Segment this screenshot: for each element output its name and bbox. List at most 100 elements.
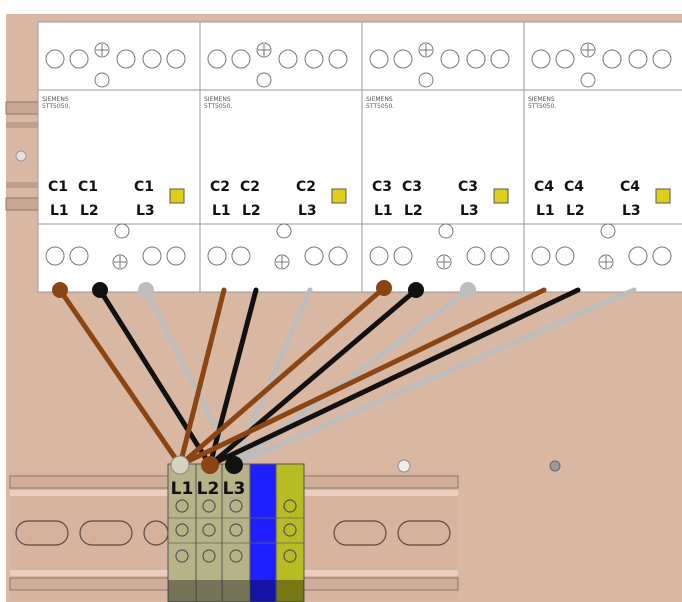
screw-terminal	[531, 49, 551, 69]
contactor-terminal-top-label: C4	[564, 179, 584, 195]
terminal-screw	[229, 499, 243, 513]
contactor-terminal-bottom-label: L3	[460, 203, 479, 219]
screw-terminal	[628, 246, 648, 266]
contactor-model: 5TT5050.	[366, 103, 394, 110]
screw-terminal	[69, 246, 89, 266]
contactor-terminal-top-label: C1	[48, 179, 68, 195]
screw-terminal	[555, 246, 575, 266]
upper-din-rail	[5, 101, 41, 211]
mounting-hole	[397, 459, 411, 473]
rail-slot	[79, 520, 133, 546]
terminal-end-l2	[201, 456, 219, 474]
contactor-terminal-top-label: C2	[240, 179, 260, 195]
screw-terminal	[393, 49, 413, 69]
contactor-terminal-top-label: C3	[458, 179, 478, 195]
contactor-brand: SIEMENS	[366, 96, 393, 103]
screw-terminal	[207, 49, 227, 69]
screw-terminal	[438, 223, 454, 239]
contactor-terminal-bottom-label: L3	[136, 203, 155, 219]
rail-slot	[397, 520, 451, 546]
screw-terminal	[69, 49, 89, 69]
screw-terminal	[531, 246, 551, 266]
contactor-terminal-top-label: C3	[402, 179, 422, 195]
screw-terminal	[207, 246, 227, 266]
terminal-screw	[175, 499, 189, 513]
wire-l3	[231, 287, 637, 468]
terminal-screw	[229, 549, 243, 563]
screw-terminal	[328, 49, 348, 69]
terminal-module-1	[167, 463, 197, 602]
contactor-terminal-top-label: C4	[620, 179, 640, 195]
status-indicator	[655, 188, 671, 204]
screw-terminal	[418, 72, 434, 88]
terminal-labels: L1 L2 L3	[171, 479, 246, 499]
contactor-terminal-bottom-label: L1	[374, 203, 393, 219]
contactor-terminal-bottom-label: L3	[298, 203, 317, 219]
rail-slot	[333, 520, 387, 546]
screw-terminal	[369, 246, 389, 266]
screw-terminal	[45, 49, 65, 69]
contactor-terminal-top-label: C1	[78, 179, 98, 195]
rail-slot	[15, 520, 69, 546]
contactor-terminal-bottom-label: L2	[242, 203, 261, 219]
contactor-terminal-bottom-label: L1	[536, 203, 555, 219]
screw-terminal	[369, 49, 389, 69]
wire-end-l3	[460, 282, 476, 298]
contactor-row: SIEMENS5TT5050.C1L1C1L2C1L3SIEMENS5TT505…	[37, 21, 682, 293]
screw-terminal	[45, 246, 65, 266]
wire-l1	[177, 287, 547, 468]
screw-terminal	[166, 246, 186, 266]
status-indicator	[169, 188, 185, 204]
terminal-screw	[283, 549, 297, 563]
status-indicator	[493, 188, 509, 204]
terminal-module-5	[275, 463, 305, 602]
screw-terminal	[440, 49, 460, 69]
screw-terminal	[466, 49, 486, 69]
contactor-terminal-bottom-label: L1	[50, 203, 69, 219]
terminal-screw	[202, 499, 216, 513]
terminal-end-l1	[170, 455, 190, 475]
screw-terminal	[142, 246, 162, 266]
terminal-screw	[283, 499, 297, 513]
terminal-label-l1: L1	[171, 479, 194, 499]
contactor-terminal-top-label: C2	[296, 179, 316, 195]
terminal-screw	[175, 549, 189, 563]
screw-terminal	[328, 246, 348, 266]
terminal-module-4	[249, 463, 277, 602]
terminal-screw	[175, 523, 189, 537]
wire-l2	[207, 287, 259, 468]
screw-terminal	[116, 49, 136, 69]
status-indicator	[331, 188, 347, 204]
wire-end-l2	[408, 282, 424, 298]
screw-terminal	[304, 246, 324, 266]
contactor-terminal-bottom-label: L1	[212, 203, 231, 219]
contactor-terminal-bottom-label: L2	[566, 203, 585, 219]
screw-terminal	[490, 49, 510, 69]
wire-l2	[207, 287, 581, 468]
wire-harness	[52, 280, 637, 475]
wire-l2	[97, 287, 213, 468]
screw-terminal	[278, 49, 298, 69]
terminal-screw	[283, 523, 297, 537]
wire-end-l1	[376, 280, 392, 296]
contactor-model: 5TT5050.	[204, 103, 232, 110]
terminal-screw	[229, 523, 243, 537]
screw-terminal	[652, 49, 672, 69]
screw-terminal	[466, 246, 486, 266]
wire-end-l2	[92, 282, 108, 298]
terminal-label-l3: L3	[223, 479, 246, 499]
contactor-terminal-top-label: C4	[534, 179, 554, 195]
contactor-model: 5TT5050.	[528, 103, 556, 110]
terminal-block	[167, 463, 305, 602]
screw-terminal	[304, 49, 324, 69]
contactor-brand: SIEMENS	[204, 96, 231, 103]
contactor-terminal-top-label: C3	[372, 179, 392, 195]
screw-terminal	[256, 72, 272, 88]
screw-terminal	[276, 223, 292, 239]
contactor-terminal-top-label: C2	[210, 179, 230, 195]
screw-terminal	[555, 49, 575, 69]
